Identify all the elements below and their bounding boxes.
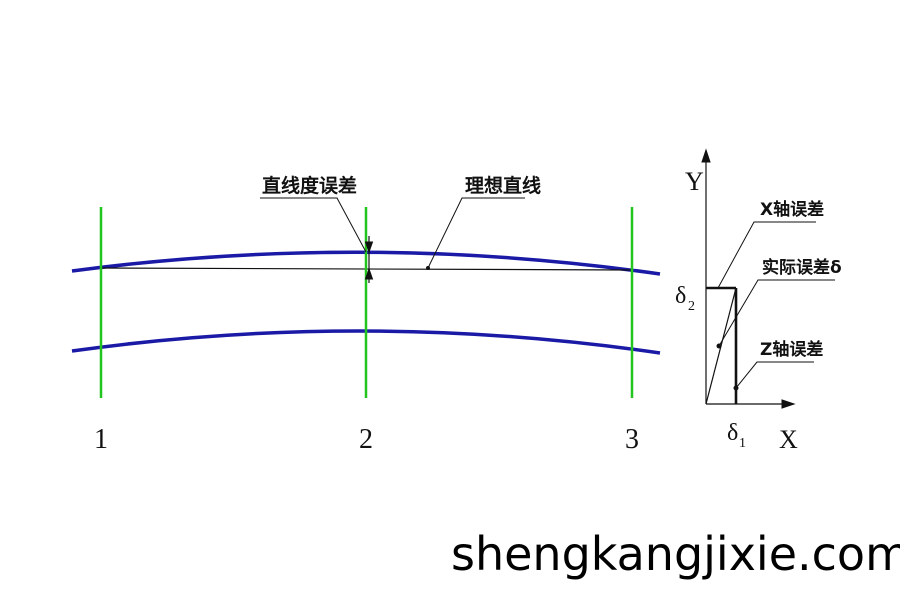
- ideal-line-leader: [427, 197, 525, 269]
- x-axis-arrowhead: [781, 399, 796, 409]
- straightness-error-label: 直线度误差: [262, 174, 357, 197]
- delta-1-label: δ: [727, 420, 738, 446]
- station-number-3: 3: [625, 424, 639, 455]
- delta-2-label: δ: [675, 283, 686, 309]
- delta-1-subscript: 1: [739, 436, 746, 451]
- ideal-line-leader-dot: [426, 266, 430, 270]
- ideal-line-label: 理想直线: [465, 174, 541, 197]
- x-axis-error-label: X轴误差: [760, 199, 824, 220]
- station-number-1: 1: [94, 424, 108, 455]
- straightness-error-arrows: [364, 236, 374, 283]
- error-vector-diagram: [701, 148, 835, 409]
- station-number-2: 2: [359, 424, 373, 455]
- delta-2-subscript: 2: [688, 299, 695, 314]
- straightness-error-leader: [260, 197, 367, 253]
- watermark-text: shengkangjixie.com: [451, 527, 900, 581]
- y-axis-label: Y: [685, 167, 704, 196]
- y-axis-arrowhead: [701, 148, 711, 163]
- actual-error-label: 实际误差δ: [762, 257, 842, 278]
- x-axis-label: X: [779, 425, 798, 454]
- z-axis-error-label: Z轴误差: [760, 339, 823, 360]
